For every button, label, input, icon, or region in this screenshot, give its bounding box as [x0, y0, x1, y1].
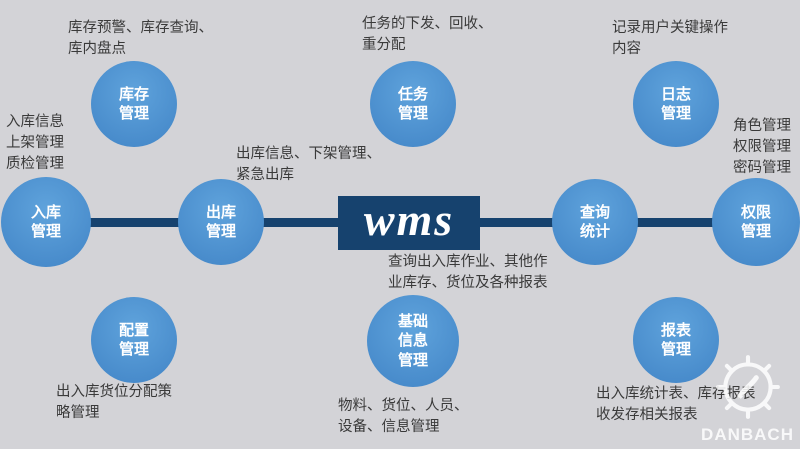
- node-config-management: 配置 管理: [91, 297, 177, 383]
- node-label: 查询 统计: [579, 203, 610, 241]
- node-permission-management: 权限 管理: [712, 178, 800, 266]
- node-label: 配置 管理: [118, 321, 149, 359]
- note-report-management: 出入库统计表、库存报表 收发存相关报表: [596, 386, 756, 424]
- note-outbound-management: 出库信息、下架管理、 紧急出库: [236, 146, 381, 184]
- wms-title: wms: [363, 194, 455, 245]
- note-permission-management: 角色管理 权限管理 密码管理: [733, 118, 791, 177]
- note-config-management: 出入库货位分配策 略管理: [56, 384, 172, 422]
- node-label: 库存 管理: [118, 85, 149, 123]
- danbach-wordmark: DANBACH: [701, 425, 794, 444]
- node-task-management: 任务 管理: [370, 61, 456, 147]
- node-basic-info-management: 基础 信息 管理: [367, 295, 459, 387]
- node-label: 报表 管理: [660, 321, 691, 359]
- wms-center-box: wms: [338, 196, 480, 250]
- note-task-management: 任务的下发、回收、 重分配: [362, 16, 493, 54]
- node-label: 任务 管理: [397, 85, 428, 123]
- node-inbound-management: 入库 管理: [1, 177, 91, 267]
- note-query-statistics: 查询出入库作业、其他作 业库存、货位及各种报表: [388, 254, 548, 292]
- node-label: 日志 管理: [660, 85, 691, 123]
- node-log-management: 日志 管理: [633, 61, 719, 147]
- node-label: 出库 管理: [205, 203, 236, 241]
- note-log-management: 记录用户关键操作 内容: [612, 20, 728, 58]
- note-inventory-management: 库存预警、库存查询、 库内盘点: [68, 20, 213, 58]
- danbach-logo: DANBACH: [701, 351, 794, 445]
- node-inventory-management: 库存 管理: [91, 61, 177, 147]
- gear-icon: [715, 355, 780, 419]
- node-label: 入库 管理: [30, 203, 61, 241]
- node-query-statistics: 查询 统计: [552, 179, 638, 265]
- node-report-management: 报表 管理: [633, 297, 719, 383]
- note-inbound-management: 入库信息 上架管理 质检管理: [6, 114, 64, 173]
- node-outbound-management: 出库 管理: [178, 179, 264, 265]
- node-label: 基础 信息 管理: [397, 312, 428, 369]
- node-label: 权限 管理: [740, 203, 771, 241]
- note-basic-info-management: 物料、货位、人员、 设备、信息管理: [338, 398, 469, 436]
